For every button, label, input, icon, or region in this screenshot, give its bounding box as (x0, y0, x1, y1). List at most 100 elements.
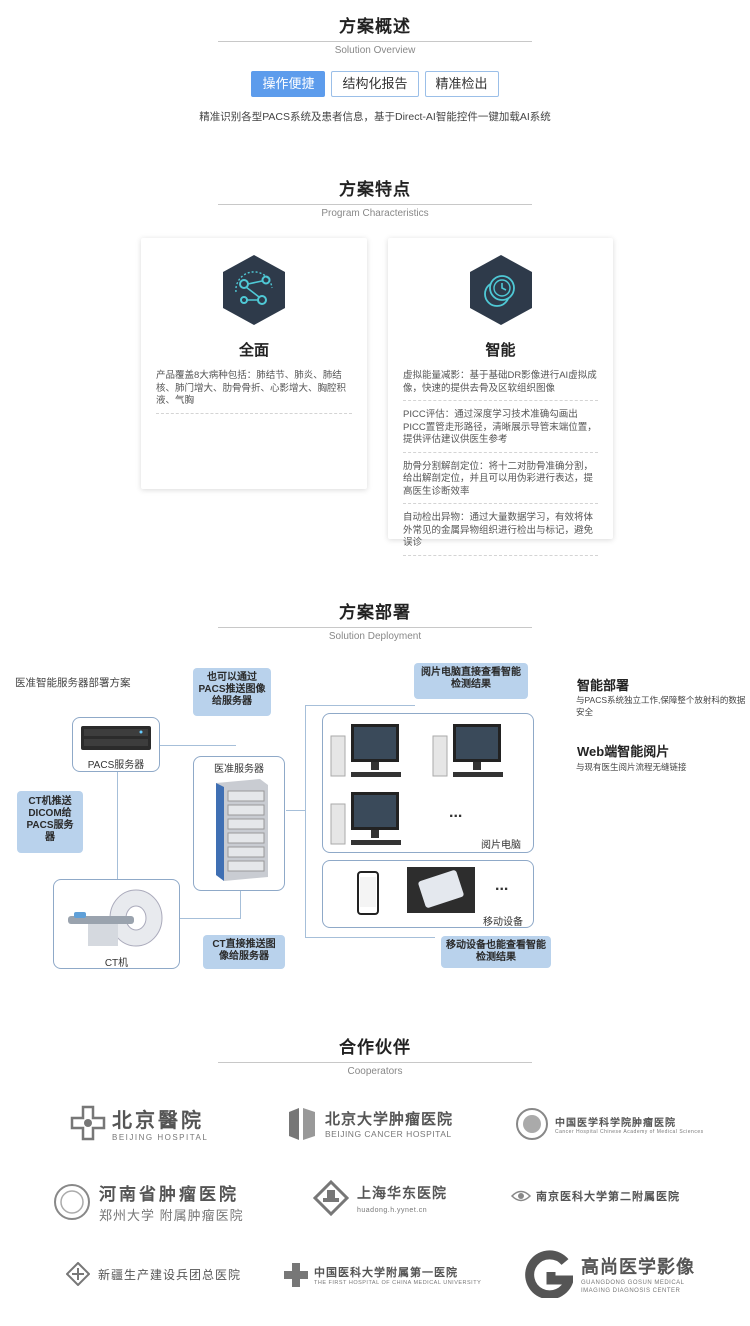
tab-description: 精准识别各型PACS系统及患者信息，基于Direct-AI智能控件一键加载AI系… (199, 111, 551, 123)
features-subtitle: Program Characteristics (321, 208, 429, 219)
round-seal-icon (54, 1184, 90, 1220)
web-reading-title: Web端智能阅片 (577, 744, 670, 759)
card-title: 智能 (485, 342, 516, 359)
server-label: 医准服务器 (214, 764, 264, 775)
callout-ct-to-pacs: CT机推送DICOM给PACS服务器 (17, 791, 83, 853)
network-nodes-icon (223, 255, 285, 325)
partner-name: 北京醫院 (112, 1110, 204, 1132)
rack-server-icon (81, 726, 151, 750)
partner-name: 新疆生产建设兵团总医院 (98, 1267, 242, 1282)
partner-sub: BEIJING CANCER HOSPITAL (325, 1128, 452, 1139)
callout-ct-direct: CT直接推送图像给服务器 (203, 935, 285, 969)
partners-subtitle: Cooperators (347, 1066, 403, 1077)
overview-subtitle: Solution Overview (334, 45, 416, 56)
partner-logo[interactable]: 上海华东医院 huadong.h.yynet.cn (313, 1180, 447, 1216)
more-ellipsis: ... (449, 804, 463, 821)
list-item: 产品覆盖8大病种包括：肺结节、肺炎、肺结核、肺门增大、肋骨骨折、心影增大、胸腔积… (156, 368, 352, 414)
tower-server-icon (216, 779, 268, 881)
more-ellipsis: ... (495, 877, 509, 894)
divider (218, 627, 532, 628)
connector-line (286, 810, 306, 811)
partner-sub: GUANGDONG GOSUN MEDICAL IMAGING DIAGNOSI… (581, 1280, 685, 1294)
card-items: 虚拟能量减影：基于基础DR影像进行AI虚拟成像，快速的提供去骨及区软组织图像 P… (403, 368, 598, 562)
deployment-header: 方案部署 Solution Deployment (0, 598, 750, 642)
partner-sub: BEIJING HOSPITAL (112, 1133, 209, 1142)
connector-line (305, 937, 435, 938)
ct-machine-box: CT机 (53, 879, 180, 969)
divider (218, 204, 532, 205)
list-item: PICC评估：通过深度学习技术准确勾画出PICC置管走形路径，清晰展示导管末端位… (403, 407, 598, 453)
desktop-pc-icon (432, 724, 503, 777)
ornament-icon (510, 1190, 532, 1202)
main-server-box: 医准服务器 (193, 756, 285, 891)
partner-logo[interactable]: 北京醫院 BEIJING HOSPITAL (70, 1104, 208, 1142)
partner-logo[interactable]: 南京医科大学第二附属医院 (510, 1187, 680, 1205)
partner-sub: 郑州大学 附属肿瘤医院 (99, 1208, 244, 1223)
partner-name: 南京医科大学第二附属医院 (536, 1191, 680, 1203)
partner-logo[interactable]: 河南省肿瘤医院 郑州大学 附属肿瘤医院 (53, 1180, 244, 1224)
round-seal-icon (516, 1108, 548, 1140)
partner-logo[interactable]: 中国医科大学附属第一医院 THE FIRST HOSPITAL OF CHINA… (283, 1262, 481, 1288)
features-title: 方案特点 (339, 180, 411, 199)
list-item: 肋骨分割解剖定位：将十二对肋骨准确分割，给出解剖定位，并且可以用伪彩进行表达，提… (403, 459, 598, 504)
partners-header: 合作伙伴 Cooperators (0, 1033, 750, 1077)
diamond-cross-icon (66, 1262, 90, 1286)
cross-emblem-icon (70, 1105, 106, 1141)
callout-mobile-view: 移动设备也能查看智能检测结果 (441, 936, 551, 968)
deployment-subtitle: Solution Deployment (328, 631, 422, 642)
connector-line (160, 745, 236, 746)
callout-view-pc: 阅片电脑直接查看智能检测结果 (414, 663, 528, 699)
partner-sub: Cancer Hospital Chinese Academy of Medic… (555, 1128, 704, 1135)
connector-line (240, 880, 241, 919)
partner-name: 河南省肿瘤医院 (99, 1185, 239, 1204)
mobile-label: 移动设备 (483, 917, 523, 928)
tab-precise-detection[interactable]: 精准检出 (424, 71, 499, 97)
mobile-devices-box: ... 移动设备 (322, 860, 534, 928)
list-item: 自动检出异物：通过大量数据学习，有效将体外常见的金属异物组织进行检出与标记，避免… (403, 510, 598, 556)
divider (218, 1062, 532, 1063)
partner-name: 北京大学肿瘤医院 (325, 1110, 454, 1128)
desktop-pc-icon (330, 724, 401, 777)
partner-logo[interactable]: 高尚医学影像 GUANGDONG GOSUN MEDICAL IMAGING D… (525, 1250, 695, 1298)
feature-card-intelligent: 智能 虚拟能量减影：基于基础DR影像进行AI虚拟成像，快速的提供去骨及区软组织图… (388, 238, 613, 556)
cross-emblem-icon (284, 1263, 308, 1287)
connector-line (305, 705, 306, 938)
partner-sub: huadong.h.yynet.cn (357, 1206, 428, 1214)
partner-logo[interactable]: 北京大学肿瘤医院 BEIJING CANCER HOSPITAL (287, 1106, 453, 1140)
overview-title: 方案概述 (339, 17, 411, 36)
ct-label: CT机 (104, 958, 129, 969)
partner-name: 高尚医学影像 (581, 1257, 695, 1277)
divider (218, 41, 532, 42)
partner-name: 中国医科大学附属第一医院 (314, 1267, 458, 1279)
partners-title: 合作伙伴 (339, 1038, 411, 1057)
partner-logo[interactable]: 新疆生产建设兵团总医院 (66, 1262, 241, 1286)
card-title: 全面 (238, 342, 269, 359)
tab-easy-operation[interactable]: 操作便捷 (251, 71, 326, 97)
building-block-icon (289, 1108, 315, 1140)
card-items: 产品覆盖8大病种包括：肺结节、肺炎、肺结核、肺门增大、肋骨骨折、心影增大、胸腔积… (156, 368, 352, 420)
partner-name: 上海华东医院 (357, 1184, 447, 1201)
diagram-label: 医准智能服务器部署方案 (15, 677, 131, 689)
connector-line (305, 705, 415, 706)
features-header: 方案特点 Program Characteristics (0, 175, 750, 219)
desktop-pc-icon (330, 792, 401, 845)
phone-icon (357, 871, 379, 915)
overview-tabs: 操作便捷 结构化报告 精准检出 (0, 71, 750, 97)
partner-sub: THE FIRST HOSPITAL OF CHINA MEDICAL UNIV… (314, 1280, 482, 1286)
overview-header: 方案概述 Solution Overview (0, 12, 750, 56)
pacs-label: PACS服务器 (87, 760, 145, 771)
tab-structured-report[interactable]: 结构化报告 (331, 71, 419, 97)
pacs-server-box: PACS服务器 (72, 717, 160, 772)
smart-deploy-title: 智能部署 (577, 678, 630, 693)
feature-card-comprehensive: 全面 产品覆盖8大病种包括：肺结节、肺炎、肺结核、肺门增大、肋骨骨折、心影增大、… (141, 238, 367, 489)
g-logo-icon (525, 1250, 573, 1298)
partner-logo[interactable]: 中国医学科学院肿瘤医院 Cancer Hospital Chinese Acad… (515, 1107, 704, 1141)
deployment-title: 方案部署 (339, 603, 411, 622)
pcs-label: 阅片电脑 (481, 840, 521, 851)
smart-deploy-desc: 与PACS系统独立工作,保障整个放射科的数据安全 (576, 695, 746, 717)
connector-line (117, 770, 118, 880)
web-reading-desc: 与现有医生阅片流程无缝链接 (576, 762, 687, 772)
connector-line (180, 918, 240, 919)
reading-pcs-box: ... 阅片电脑 (322, 713, 534, 853)
tablet-icon (407, 867, 475, 913)
